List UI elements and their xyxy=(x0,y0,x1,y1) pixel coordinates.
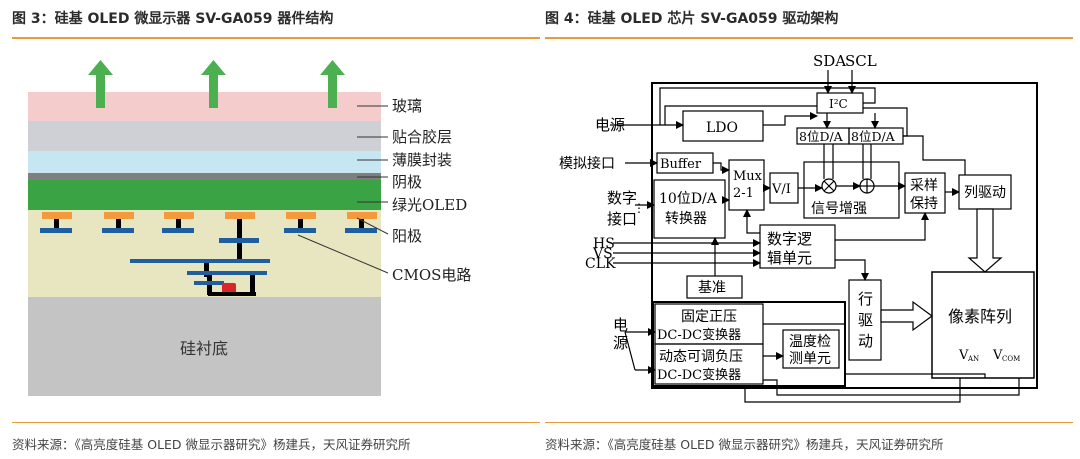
figure-4-source: 资料来源：《高亮度硅基 OLED 微显示器研究》杨建兵，天风证券研究所 xyxy=(545,437,944,452)
figure-3-panel: 图 3：硅基 OLED 微显示器 SV-GA059 器件结构 xyxy=(12,0,540,459)
figure-4-title: 图 4：硅基 OLED 芯片 SV-GA059 驱动架构 xyxy=(545,11,839,27)
buffer-label: Buffer xyxy=(660,157,702,172)
anode-pads xyxy=(40,212,377,243)
vs-label: VS xyxy=(592,246,613,262)
row-driver-label-3: 动 xyxy=(858,332,873,350)
oled-structure-diagram: 玻璃 贴合胶层 薄膜封装 阴极 绿光OLED 阳极 CMOS电路 硅衬底 xyxy=(28,60,471,396)
row-driver-label-2: 驱 xyxy=(858,311,873,329)
reference-label: 基准 xyxy=(698,279,726,296)
signal-boost-block xyxy=(803,161,900,219)
cathode-layer xyxy=(28,173,381,180)
logic-label-2: 辑单元 xyxy=(767,249,812,267)
sample-label-1: 采样 xyxy=(910,178,938,194)
analog-port-label: 模拟接口 xyxy=(559,155,615,172)
adhesive-layer xyxy=(28,121,381,151)
digital-port-label-2: 接口 xyxy=(607,210,637,228)
label-anode: 阳极 xyxy=(392,227,422,245)
sample-label-2: 保持 xyxy=(910,196,938,212)
figure-4-panel: 图 4：硅基 OLED 芯片 SV-GA059 驱动架构 xyxy=(545,0,1073,459)
mux-label-1: Mux xyxy=(733,169,763,184)
temp-label-2: 测单元 xyxy=(789,351,831,367)
chip-boundary xyxy=(651,82,1038,389)
dac10-label-1: 10位D/A xyxy=(659,191,718,207)
pos-dcdc-label-2: DC-DC变换器 xyxy=(657,327,741,343)
power-label: 电源 xyxy=(595,116,625,134)
mux-label-2: 2-1 xyxy=(733,186,754,201)
driver-architecture-diagram: SDA SCL I²C 电源 LDO 8位D/A 8位D/A 模拟接口 Buff… xyxy=(559,52,1038,403)
temp-label-1: 温度检 xyxy=(789,334,831,350)
vi-label: V/I xyxy=(771,182,791,197)
figure-3-bottom-rule xyxy=(12,422,540,423)
neg-dcdc-block xyxy=(654,343,764,385)
hs-label: HS xyxy=(593,236,615,252)
dac8-a-label: 8位D/A xyxy=(799,129,844,144)
vcom-label: V xyxy=(992,348,1003,363)
i2c-label: I²C xyxy=(829,97,848,111)
green-oled-layer xyxy=(28,180,381,210)
ldo-label: LDO xyxy=(706,120,738,136)
label-green-oled: 绿光OLED xyxy=(392,196,467,214)
label-substrate: 硅衬底 xyxy=(180,339,228,358)
figure-3-top-rule xyxy=(12,37,540,39)
neg-dcdc-label-2: DC-DC变换器 xyxy=(657,367,741,383)
substrate-layer xyxy=(28,297,381,396)
cmos-wiring xyxy=(130,243,270,296)
pixel-array-block xyxy=(931,271,1035,379)
pos-dcdc-label-1: 固定正压 xyxy=(681,309,737,325)
signal-boost-label: 信号增强 xyxy=(811,201,867,217)
dac10-block xyxy=(653,179,726,239)
col-driver-label: 列驱动 xyxy=(964,185,1006,201)
figure-4-top-rule xyxy=(545,37,1073,39)
label-cmos: CMOS电路 xyxy=(392,266,471,284)
dac8-b-label: 8位D/A xyxy=(851,129,896,144)
thin-film-layer xyxy=(28,151,381,173)
sda-label: SDA xyxy=(813,52,846,70)
neg-dcdc-label-1: 动态可调负压 xyxy=(659,349,743,365)
pixel-array-label: 像素阵列 xyxy=(948,307,1012,326)
power2-label-1: 电 xyxy=(613,316,628,334)
power2-label-2: 源 xyxy=(613,334,628,352)
scl-label: SCL xyxy=(845,52,877,70)
figure-4-bottom-rule xyxy=(545,422,1073,423)
col-to-array-arrow xyxy=(967,208,1003,273)
light-emission-arrows xyxy=(88,60,345,108)
digital-port-dots: ⋮ xyxy=(633,201,645,215)
row-driver-label-1: 行 xyxy=(858,290,873,308)
van-label: V xyxy=(958,348,969,363)
label-cathode: 阴极 xyxy=(392,173,422,191)
van-subscript: AN xyxy=(967,355,979,363)
clk-label: CLK xyxy=(585,256,616,272)
figure-3-title: 图 3：硅基 OLED 微显示器 SV-GA059 器件结构 xyxy=(12,11,334,27)
label-adhesive: 贴合胶层 xyxy=(392,128,452,146)
temp-block xyxy=(782,329,840,369)
dac10-label-2: 转换器 xyxy=(665,210,707,227)
digital-port-label-1: 数字 xyxy=(607,189,637,207)
figure-3-source: 资料来源：《高亮度硅基 OLED 微显示器研究》杨建兵，天风证券研究所 xyxy=(12,437,411,452)
label-thin-film: 薄膜封装 xyxy=(392,151,452,169)
glass-layer xyxy=(28,92,381,121)
label-glass: 玻璃 xyxy=(392,97,422,115)
logic-label-1: 数字逻 xyxy=(767,230,812,248)
row-to-array-arrow xyxy=(880,300,934,332)
mux-block xyxy=(728,159,765,211)
vcom-subscript: COM xyxy=(1002,355,1020,363)
